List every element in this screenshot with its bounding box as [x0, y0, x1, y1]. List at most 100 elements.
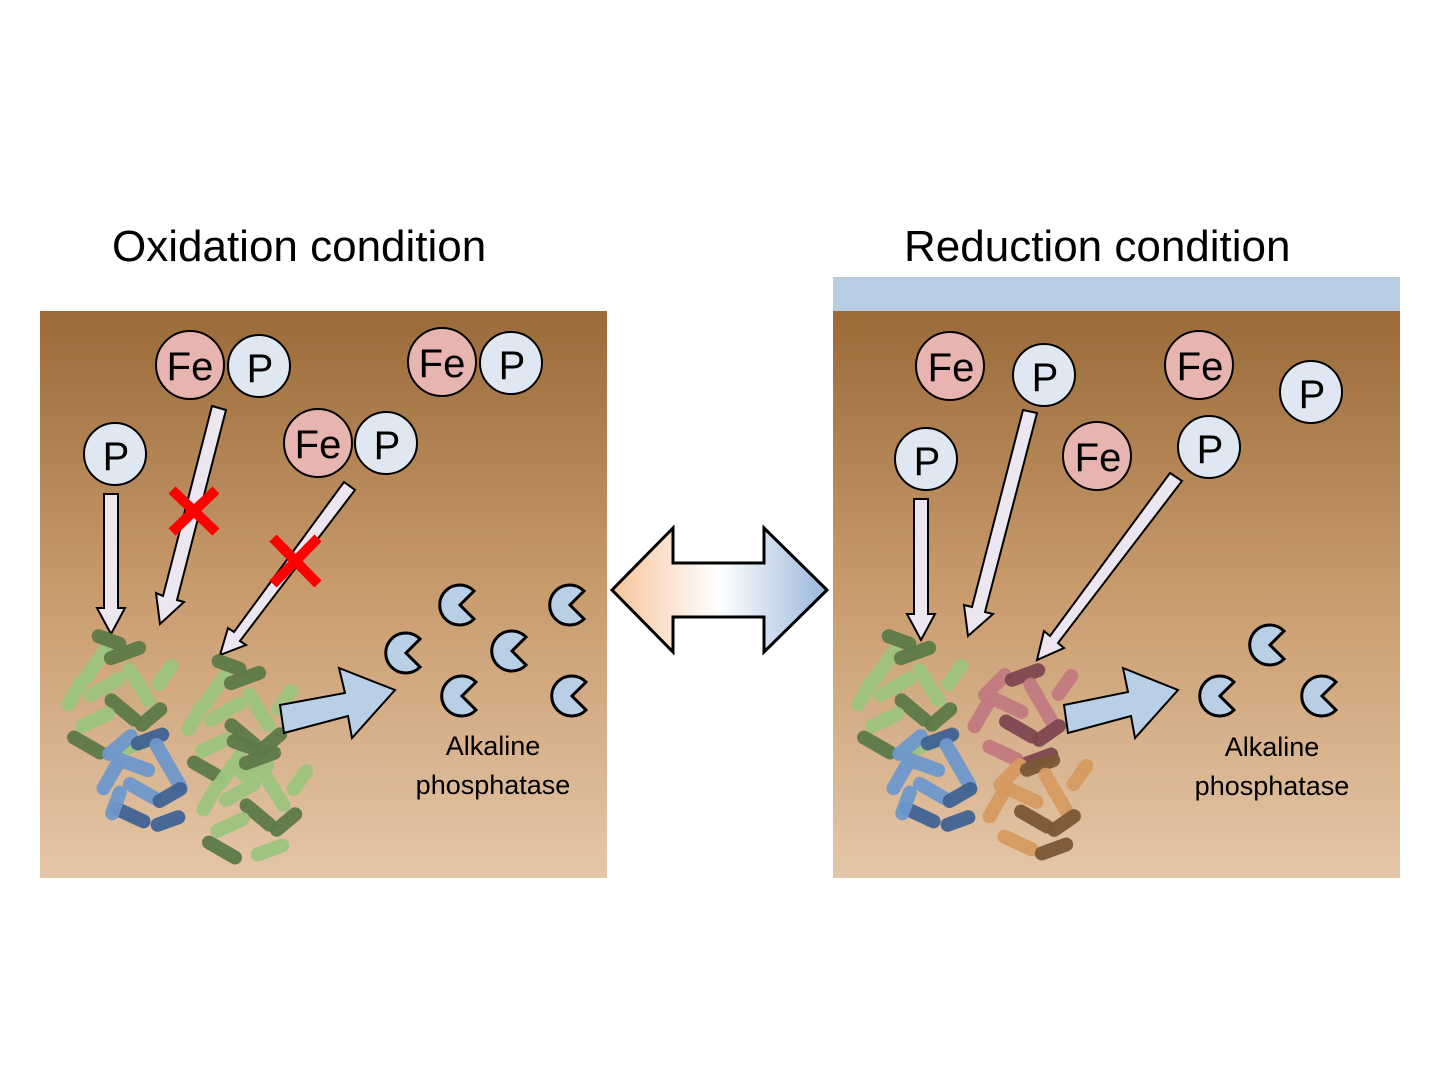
- bacterium: [857, 730, 897, 760]
- free-iron: Fe: [915, 331, 985, 401]
- water-layer: [833, 277, 1400, 311]
- uptake-arrow: [95, 493, 127, 637]
- fe-label: Fe: [1177, 345, 1224, 389]
- bacterium: [122, 662, 156, 708]
- bacterium: [985, 691, 1029, 719]
- bacterium: [868, 644, 902, 686]
- bacterium: [1004, 663, 1046, 687]
- uptake-arrow: [905, 498, 937, 643]
- fe-p-complex: Fe P: [283, 408, 418, 478]
- p-label: P: [1299, 373, 1326, 417]
- bacterium: [104, 693, 142, 727]
- bacterium: [210, 812, 250, 838]
- bacterium: [1019, 753, 1061, 777]
- fe-p-complex: Fe P: [407, 327, 543, 397]
- bacterium: [902, 752, 946, 778]
- bacterium: [886, 758, 914, 796]
- bacterium: [874, 672, 916, 702]
- uptake-arrow: [1035, 471, 1184, 662]
- bacterium: [102, 729, 138, 761]
- bacterium: [196, 779, 224, 817]
- bacterium: [181, 699, 209, 737]
- enzyme-label: Alkaline: [1225, 732, 1320, 762]
- free-phosphate: P: [1279, 360, 1343, 424]
- bacterium: [149, 738, 187, 792]
- uptake-arrow: [962, 408, 1039, 638]
- bacterium: [881, 629, 917, 651]
- reduction-panel: Fe Fe Fe P P P P: [833, 277, 1400, 878]
- bacterium: [920, 727, 960, 751]
- bacterium: [219, 777, 261, 807]
- bacterium: [978, 668, 1012, 702]
- bacterium: [242, 687, 276, 733]
- bacterium: [105, 785, 127, 821]
- bacterium: [150, 810, 186, 832]
- free-phosphate: P: [894, 427, 958, 491]
- bacterium: [112, 752, 156, 778]
- bacterium: [269, 807, 303, 837]
- bacterium: [924, 702, 958, 732]
- bacterium: [851, 674, 879, 712]
- bacterium: [1047, 809, 1081, 837]
- bacterium: [893, 640, 937, 666]
- bacterium: [1014, 804, 1054, 834]
- bidirectional-arrow-icon: [609, 524, 830, 656]
- bacterium: [1032, 719, 1066, 747]
- bacterium: [895, 785, 917, 821]
- bacterium: [223, 665, 267, 691]
- bacterium: [195, 732, 235, 758]
- bacterium: [892, 729, 928, 761]
- fe-label: Fe: [167, 345, 214, 389]
- enzyme-label: Alkaline: [446, 731, 541, 761]
- bacteria-cluster: [61, 629, 314, 865]
- p-label: P: [499, 344, 526, 388]
- fe-label: Fe: [295, 423, 342, 467]
- enzyme-label: phosphatase: [1195, 771, 1350, 801]
- enzyme-label: phosphatase: [416, 770, 571, 800]
- bacterium: [982, 739, 1024, 767]
- bacterium: [939, 738, 977, 792]
- bacterium: [61, 674, 89, 712]
- bacterium: [235, 758, 275, 782]
- bacterium: [67, 730, 107, 760]
- fe-p-complex: Fe P: [155, 330, 291, 400]
- bacterium: [286, 763, 314, 797]
- bacterium: [997, 829, 1039, 857]
- bacterium: [912, 662, 946, 708]
- p-label: P: [1032, 356, 1059, 400]
- bacterium: [999, 714, 1039, 744]
- bacterium: [78, 644, 112, 686]
- bacterium: [942, 782, 978, 808]
- p-label: P: [374, 424, 401, 468]
- bacterium: [91, 629, 127, 651]
- bacterium: [103, 640, 147, 666]
- bacterium: [204, 697, 246, 727]
- free-iron: Fe: [1164, 330, 1234, 400]
- fe-label: Fe: [928, 346, 975, 390]
- bacterium: [993, 758, 1027, 792]
- p-label: P: [247, 347, 274, 391]
- fe-label: Fe: [419, 342, 466, 386]
- bacterium: [1066, 758, 1094, 792]
- bacterium: [202, 835, 242, 865]
- bacterium: [134, 702, 168, 732]
- bacterium: [250, 838, 290, 862]
- red-cross-icon: [168, 486, 220, 536]
- bacterium: [75, 707, 115, 733]
- bacterium: [1038, 767, 1074, 819]
- bacterium: [912, 777, 952, 805]
- p-label: P: [103, 435, 130, 479]
- bacterium: [84, 672, 126, 702]
- bacterium: [271, 683, 299, 717]
- fe-label: Fe: [1075, 436, 1122, 480]
- oxidation-panel: Fe P Fe P Fe P P: [40, 311, 607, 878]
- bacterium: [1000, 781, 1044, 809]
- p-label: P: [1197, 428, 1224, 472]
- bacterium: [1034, 837, 1074, 861]
- bacterium: [894, 693, 932, 727]
- bacterium: [1051, 668, 1079, 702]
- bacterium: [940, 810, 976, 832]
- bacterium: [1023, 677, 1059, 729]
- bacteria-cluster: [851, 629, 1094, 861]
